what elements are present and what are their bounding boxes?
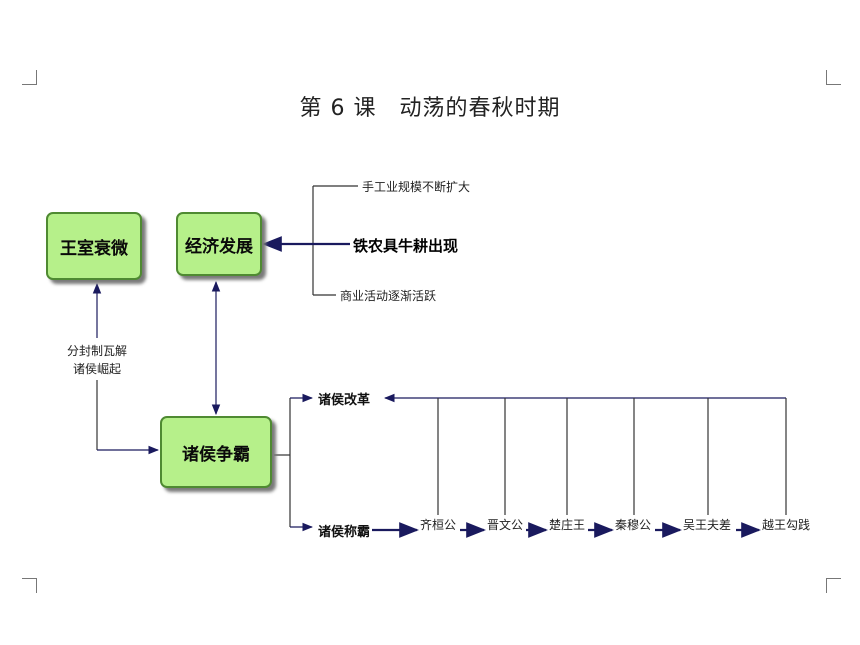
reform-label: 诸侯改革 <box>318 393 371 408</box>
fengjian-label: 分封制瓦解 诸侯崛起 <box>62 340 132 380</box>
box-zhuhou-zhengba: 诸侯争霸 <box>160 416 272 488</box>
corner-mark-bottom-right <box>826 578 841 593</box>
fengjian-label-line2: 诸侯崛起 <box>72 362 121 376</box>
hegemon-wu-fuchai: 吴王夫差 <box>683 518 732 532</box>
hegemon-qin-mugong: 秦穆公 <box>615 518 652 532</box>
hegemon-yue-goujian: 越王勾践 <box>762 518 811 532</box>
corner-mark-top-left <box>22 70 37 85</box>
hegemony-label: 诸侯称霸 <box>318 525 371 540</box>
hegemon-jin-wengong: 晋文公 <box>487 518 524 532</box>
corner-mark-top-right <box>826 70 841 85</box>
page-title: 第 6 课 动荡的春秋时期 <box>299 96 561 121</box>
hegemon-chu-zhuangwang: 楚庄王 <box>549 518 586 532</box>
economy-factor-handicraft: 手工业规模不断扩大 <box>362 180 471 194</box>
economy-factor-iron-tools: 铁农具牛耕出现 <box>353 237 459 255</box>
box-jingji-fazhan: 经济发展 <box>176 212 262 276</box>
hegemon-qi-huangong: 齐桓公 <box>420 518 457 532</box>
corner-mark-bottom-left <box>22 578 37 593</box>
box-wangshi-shuaiwei: 王室衰微 <box>46 212 142 280</box>
economy-factor-commerce: 商业活动逐渐活跃 <box>340 289 437 303</box>
fengjian-label-line1: 分封制瓦解 <box>66 344 127 358</box>
